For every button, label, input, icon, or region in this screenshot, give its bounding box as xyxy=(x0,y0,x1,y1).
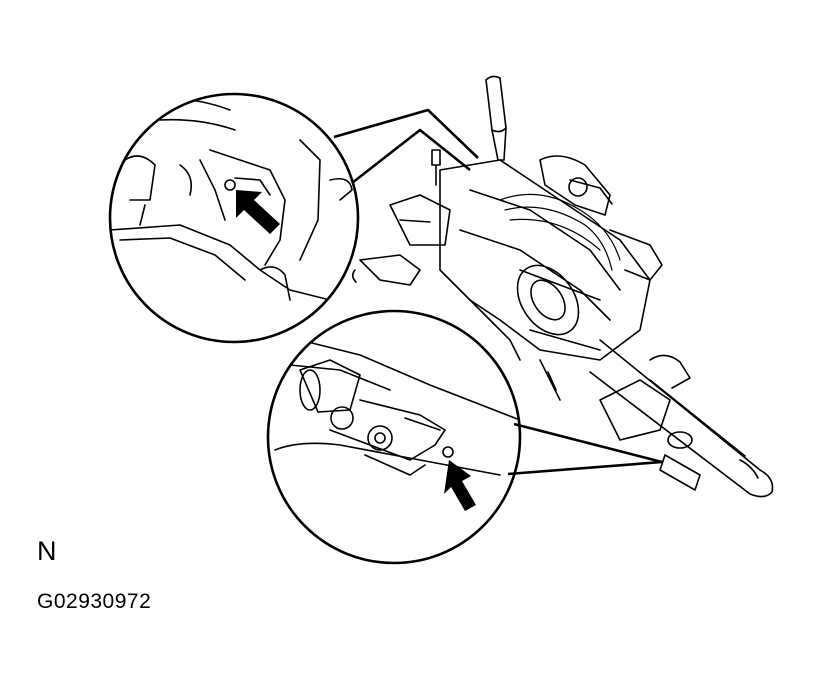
arrow-icon xyxy=(444,460,476,511)
arrow-icon xyxy=(236,190,280,234)
upper-detail-view xyxy=(108,92,479,344)
steering-column-assembly xyxy=(351,75,774,498)
figure-code-label: G02930972 xyxy=(37,590,152,613)
view-letter-label: N xyxy=(37,536,57,566)
lower-detail-view xyxy=(266,309,664,565)
